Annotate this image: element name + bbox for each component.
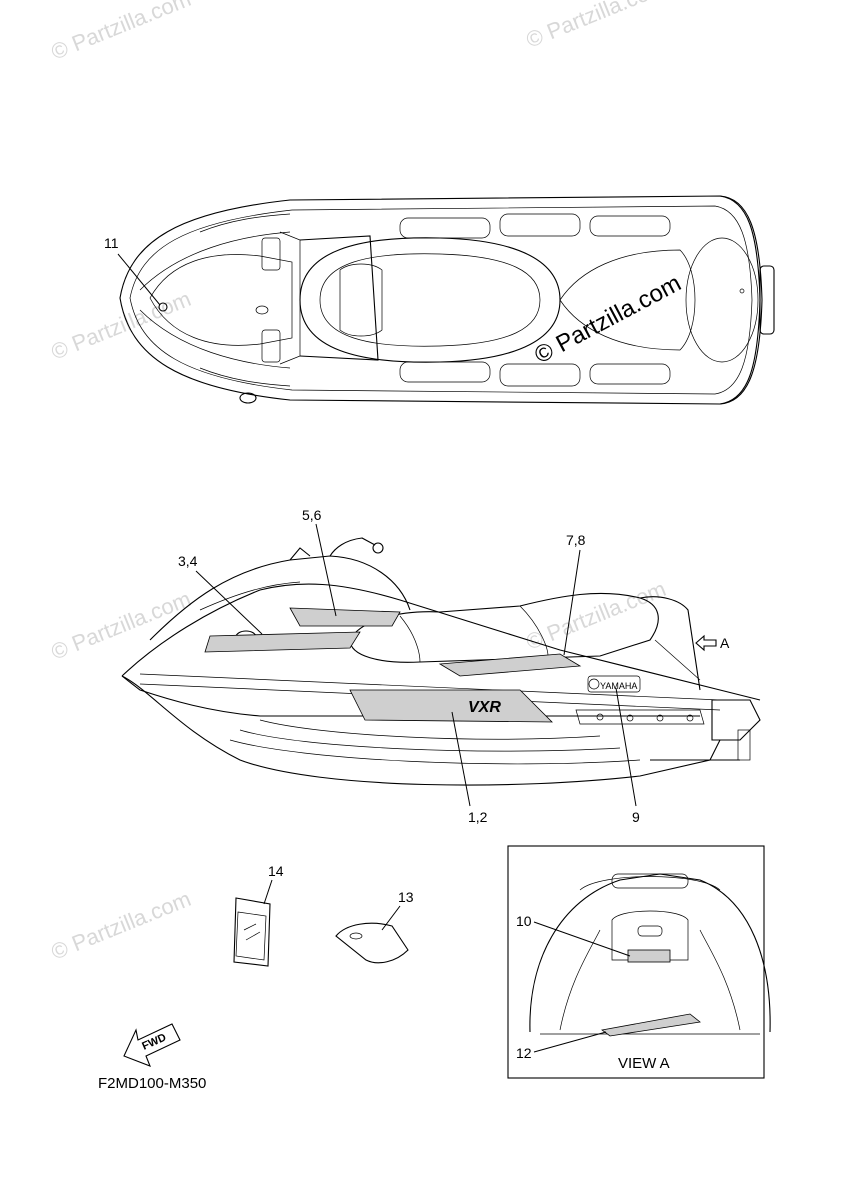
callout-3-4: 3,4 (178, 553, 198, 569)
leader-1-2 (451, 711, 471, 807)
watermark: © Partzilla.com (48, 0, 195, 65)
callout-12: 12 (516, 1045, 532, 1061)
decal-7-8 (438, 653, 582, 677)
diagram-code: F2MD100-M350 (98, 1075, 206, 1092)
yamaha-badge-text: YAMAHA (600, 681, 637, 691)
decal-5-6 (289, 607, 401, 627)
view-a-arrow (695, 634, 717, 652)
callout-10: 10 (516, 913, 532, 929)
watermark: © Partzilla.com (48, 586, 195, 665)
callout-9: 9 (632, 809, 640, 825)
side-view-watercraft: VXR YAMAHA (121, 537, 761, 786)
part-14-manual-case (233, 897, 271, 967)
leader-14 (263, 879, 273, 905)
leader-5-6 (315, 523, 337, 617)
callout-a: A (720, 635, 730, 651)
callout-1-2: 1,2 (468, 809, 488, 825)
watermark: © Partzilla.com (48, 886, 195, 965)
view-a-label: VIEW A (618, 1055, 670, 1072)
decal-1-2 (349, 689, 553, 723)
watermark-large: © Partzilla.com (530, 270, 685, 370)
callout-13: 13 (398, 889, 414, 905)
decal-10 (627, 949, 671, 963)
fwd-arrow (123, 1023, 181, 1067)
callout-5-6: 5,6 (302, 507, 322, 523)
leader-3-4 (195, 570, 263, 635)
leader-10 (533, 921, 631, 957)
part-13-pouch (335, 922, 409, 964)
leader-9 (615, 687, 637, 807)
fwd-label: FWD (140, 1032, 168, 1053)
watermark: © Partzilla.com (523, 0, 670, 53)
watermarks: © Partzilla.com © Partzilla.com © Partzi… (48, 0, 670, 965)
callout-14: 14 (268, 863, 284, 879)
leader-11 (117, 253, 161, 306)
callout-11: 11 (104, 235, 119, 251)
decal-12 (601, 1013, 701, 1037)
decal-3-4 (204, 631, 361, 653)
top-view-watercraft (119, 195, 775, 405)
decal-model-text: VXR (468, 699, 501, 716)
view-a-panel (507, 845, 771, 1079)
leader-13 (381, 905, 401, 931)
leader-7-8 (563, 549, 581, 656)
leader-12 (533, 1031, 607, 1053)
callout-7-8: 7,8 (566, 532, 586, 548)
